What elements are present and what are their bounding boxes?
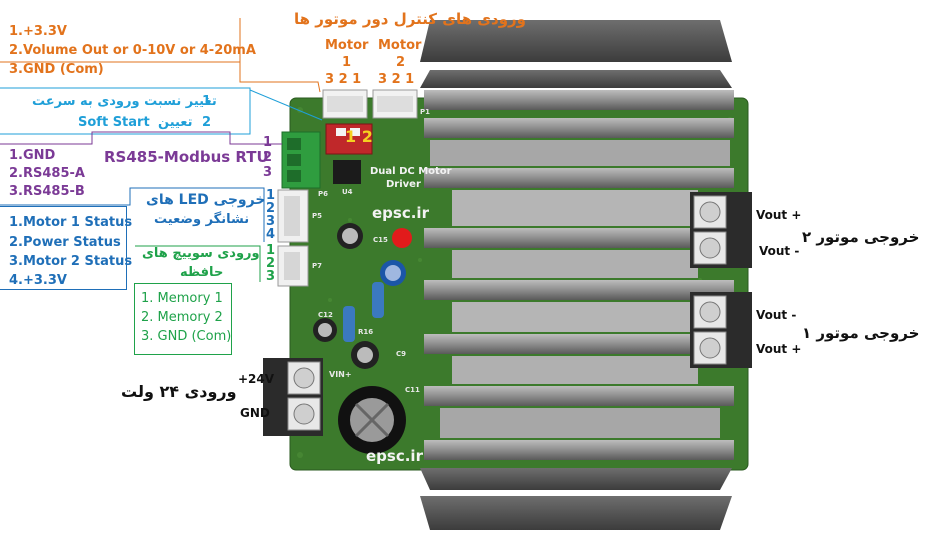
- motor-pin-3: 3.GND (Com): [9, 62, 104, 77]
- memory-num-1: 1: [266, 243, 276, 258]
- dip-line1-num: 1: [202, 94, 212, 109]
- dip-line2-prefix: تعیین: [158, 115, 193, 130]
- memory-box: [134, 283, 232, 355]
- led-title-line1: خروجی LED های: [146, 192, 266, 208]
- led-pin-2: 2.Power Status: [9, 235, 121, 250]
- ic-u4: [333, 160, 361, 184]
- rs485-pin-2: 2.RS485-A: [9, 166, 85, 181]
- memory-pin-1: 1. Memory 1: [141, 291, 223, 306]
- rs485-terminal: [281, 131, 321, 189]
- power-gnd: GND: [240, 406, 270, 420]
- rs485-num-2: 2: [263, 150, 273, 165]
- silk-p1: P1: [420, 108, 431, 116]
- led-connector: [277, 189, 309, 243]
- heatsink: [420, 20, 734, 530]
- motor2-pins: 3 2 1: [378, 72, 415, 87]
- led-num-1: 1: [266, 188, 276, 203]
- brand-top: epsc.ir: [372, 204, 429, 222]
- brand-bottom: epsc.ir: [366, 447, 423, 465]
- rs485-pin-1: 1.GND: [9, 148, 56, 163]
- memory-title-line1: ورودی سوییچ های: [142, 246, 260, 261]
- led-num-3: 3: [266, 214, 276, 229]
- led-pin-1: 1.Motor 1 Status: [9, 215, 133, 230]
- motor1-label: Motor: [325, 38, 369, 53]
- motor2-label: Motor: [378, 38, 422, 53]
- memory-pin-3: 3. GND (Com): [141, 329, 232, 344]
- led-title-line2: نشانگر وضعیت: [154, 212, 250, 227]
- silk-vin: VIN+: [329, 370, 352, 379]
- motor2-output-terminal: [690, 192, 752, 268]
- silk-u4: U4: [342, 188, 353, 196]
- dip-line2-en: Soft Start: [78, 115, 150, 130]
- resistors: [343, 282, 384, 342]
- silk-p5: P5: [312, 212, 323, 220]
- motor2-label: خروجی موتور ۲: [802, 228, 920, 246]
- memory-pin-2: 2. Memory 2: [141, 310, 223, 325]
- power-terminal: [263, 358, 323, 436]
- motor2-vminus: Vout -: [759, 244, 800, 258]
- dip-line2-num: 2: [202, 115, 212, 130]
- rs485-num-3: 3: [263, 165, 273, 180]
- motor1-output-terminal: [690, 292, 752, 368]
- memory-title-line2: حافظه: [180, 265, 224, 280]
- board-title-line2: Driver: [386, 179, 421, 190]
- memory-num-2: 2: [266, 256, 276, 271]
- rs485-title: RS485-Modbus RTU: [104, 148, 269, 166]
- capacitors: [313, 223, 406, 454]
- power-plus: +24V: [238, 372, 275, 386]
- silk-c11: C11: [405, 386, 420, 394]
- silk-c15: C15: [373, 236, 388, 244]
- silk-p7: P7: [312, 262, 323, 270]
- motor-inputs-title: ورودی های کنترل دور موتور ها: [294, 10, 526, 28]
- motor-pin-1: 1.+3.3V: [9, 24, 67, 39]
- motor2-num: 2: [396, 55, 406, 70]
- rs485-pin-3: 3.RS485-B: [9, 184, 85, 199]
- red-led: [392, 228, 412, 248]
- motor1-num: 1: [342, 55, 352, 70]
- dip-line1: تغییر نسبت ورودی به سرعت: [32, 94, 217, 109]
- motor1-vplus: Vout +: [756, 342, 802, 356]
- motor2-vplus: Vout +: [756, 208, 802, 222]
- silk-p6: P6: [318, 190, 329, 198]
- silk-r16: R16: [358, 328, 374, 336]
- board-title-line1: Dual DC Motor: [370, 166, 452, 177]
- motor1-label: خروجی موتور ۱: [802, 324, 920, 342]
- led-pin-4: 4.+3.3V: [9, 273, 67, 288]
- annotation-lines: [0, 18, 323, 282]
- led-pin-3: 3.Motor 2 Status: [9, 254, 133, 269]
- led-box-border: [0, 206, 127, 290]
- dip-board-nums: 1 2: [345, 127, 373, 146]
- dip-switch: [325, 123, 373, 155]
- motor-input-connectors: [322, 89, 418, 119]
- motor1-pins: 3 2 1: [325, 72, 362, 87]
- silk-c9: C9: [396, 350, 407, 358]
- led-num-2: 2: [266, 201, 276, 216]
- memory-connector: [277, 245, 309, 287]
- led-num-4: 4: [266, 227, 276, 242]
- motor1-vminus: Vout -: [756, 308, 797, 322]
- memory-num-3: 3: [266, 269, 276, 284]
- rs485-num-1: 1: [263, 135, 273, 150]
- motor-pin-2: 2.Volume Out or 0-10V or 4-20mA: [9, 43, 256, 58]
- power-label: ورودی ۲۴ ولت: [121, 382, 237, 401]
- silk-c12: C12: [318, 311, 333, 319]
